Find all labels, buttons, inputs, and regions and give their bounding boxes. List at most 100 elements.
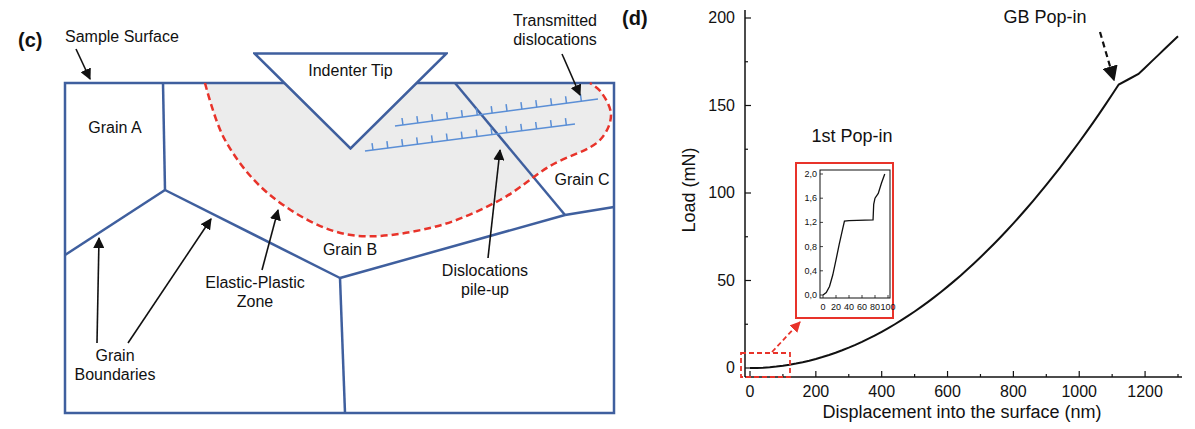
pop-in-arrow xyxy=(1100,32,1114,80)
dislocation-rows xyxy=(365,94,598,151)
slip-line xyxy=(365,124,575,151)
chart xyxy=(741,10,1182,377)
inset-y-tick-label: 1,6 xyxy=(804,193,817,204)
inset-ticks xyxy=(820,174,888,298)
inset-y-tick-label: 0,4 xyxy=(804,265,817,276)
dislocation-symbol xyxy=(446,112,448,119)
dislocation-symbol xyxy=(490,106,492,113)
dislocation-symbol xyxy=(550,98,552,105)
x-tick xyxy=(1013,371,1014,377)
dislocation-symbol xyxy=(535,100,537,107)
grain-label: Grain C xyxy=(554,170,609,189)
grain-boundary xyxy=(340,278,345,413)
schematic xyxy=(65,49,614,413)
inset-y-tick-label: 0,8 xyxy=(804,241,817,252)
axes xyxy=(745,10,1182,377)
leader-arrow xyxy=(97,238,99,343)
inset-x-tick xyxy=(849,295,850,298)
inset-y-tick xyxy=(820,198,823,199)
inset-x-tick-label: 100 xyxy=(880,302,895,313)
callout-label: Transmitted dislocations xyxy=(495,11,615,49)
dislocation-symbol xyxy=(476,108,478,115)
y-tick xyxy=(745,192,751,193)
x-tick-label: 0 xyxy=(746,382,755,401)
callout-label: Grain Boundaries xyxy=(65,346,165,384)
y-tick-label: 150 xyxy=(708,96,735,115)
panel-letter: (c) xyxy=(18,28,42,52)
dislocation-symbol xyxy=(520,124,522,131)
plastic-zone-boundary xyxy=(205,83,611,236)
dislocation-symbol xyxy=(431,114,433,121)
x-tick xyxy=(980,374,981,377)
x-tick-label: 400 xyxy=(868,382,895,401)
callout-label: Elastic-Plastic Zone xyxy=(190,273,320,311)
x-tick xyxy=(914,374,915,377)
x-tick-label: 200 xyxy=(802,382,829,401)
inset-curve xyxy=(823,174,885,295)
x-tick xyxy=(815,371,816,377)
inset-frame xyxy=(796,163,893,318)
leader-arrow xyxy=(76,49,90,79)
grain-boundary xyxy=(65,190,165,255)
load-curve xyxy=(750,36,1178,368)
leader-arrow xyxy=(128,219,211,343)
inset-x-tick-label: 80 xyxy=(870,302,880,313)
node-label: Indenter Tip xyxy=(253,52,448,80)
x-tick xyxy=(1079,371,1080,377)
dislocation-symbol xyxy=(565,118,567,125)
dislocation-symbol xyxy=(520,102,522,109)
indenter-tip: Indenter Tip xyxy=(253,52,448,150)
x-tick xyxy=(848,374,849,377)
y-tick-label: 0 xyxy=(726,358,735,377)
inset-y-tick-label: 0,0 xyxy=(804,290,817,301)
y-tick xyxy=(745,149,748,150)
inset-x-tick-label: 60 xyxy=(857,302,867,313)
plastic-zone-fill xyxy=(205,83,611,236)
x-tick xyxy=(1046,374,1047,377)
grain-label: Grain A xyxy=(88,118,141,137)
leader-arrow xyxy=(262,210,278,270)
inset-y-tick xyxy=(820,295,823,296)
dislocation-symbol xyxy=(461,132,463,139)
x-tick-label: 800 xyxy=(1000,382,1027,401)
dislocation-symbol xyxy=(371,143,373,150)
callout-label: 1st Pop-in xyxy=(811,126,892,148)
callout-label: Sample Surface xyxy=(65,27,179,46)
inset-x-tick-label: 0 xyxy=(820,302,825,313)
y-tick-label: 200 xyxy=(708,8,735,27)
axis-title: Load (mN) xyxy=(679,147,701,232)
callout-label: GB Pop-in xyxy=(1003,7,1086,29)
dislocation-symbol xyxy=(550,120,552,127)
dislocation-symbol xyxy=(416,137,418,144)
dislocation-symbol xyxy=(461,110,463,117)
inset-y-tick xyxy=(820,222,823,223)
x-axis xyxy=(745,376,1182,378)
dislocation-symbol xyxy=(580,94,582,101)
x-tick xyxy=(1112,374,1113,377)
x-tick xyxy=(947,371,948,377)
grain-boundary xyxy=(565,207,614,215)
dislocation-symbol xyxy=(401,118,403,125)
grain-label: Grain B xyxy=(323,240,377,259)
slip-line xyxy=(395,99,598,126)
x-tick xyxy=(1177,374,1178,377)
inset-y-tick xyxy=(820,174,823,175)
inset-y-tick-label: 2,0 xyxy=(804,169,817,180)
axis-title: Displacement into the surface (nm) xyxy=(822,402,1101,424)
zoom-arrow xyxy=(772,322,800,352)
dislocation-symbol xyxy=(431,135,433,142)
inset-x-tick-label: 40 xyxy=(844,302,854,313)
grain-boundary xyxy=(163,83,165,190)
x-tick-label: 600 xyxy=(934,382,961,401)
leader-arrow xyxy=(562,54,580,95)
dislocation-symbol xyxy=(505,104,507,111)
y-tick-label: 50 xyxy=(717,271,735,290)
leader-arrow xyxy=(488,150,500,258)
dislocation-symbol xyxy=(505,126,507,133)
y-tick xyxy=(745,280,751,281)
grain-boundary xyxy=(165,190,340,278)
dislocation-symbol xyxy=(401,139,403,146)
inset-x-tick xyxy=(862,295,863,298)
x-tick xyxy=(881,371,882,377)
